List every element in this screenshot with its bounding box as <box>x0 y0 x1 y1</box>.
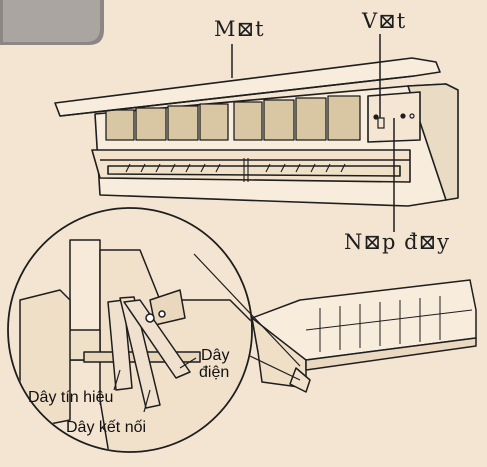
connecting-wire-label: Dây kết nối <box>66 419 147 436</box>
power-wire-label-line2: điện <box>199 364 230 381</box>
terminal-cover-label: N⊠p đ⊠y <box>344 230 450 254</box>
indoor-unit <box>54 57 459 207</box>
indoor-unit-back-view <box>251 279 477 393</box>
signal-wire-label: Dây tín hiệu <box>28 389 114 406</box>
front-panel-label: M⊠t <box>214 17 265 41</box>
fin-label: V⊠t <box>362 9 407 33</box>
power-wire-label-line1: Dây <box>201 347 230 364</box>
zoom-circle <box>7 207 253 453</box>
corner-tab <box>0 0 104 45</box>
